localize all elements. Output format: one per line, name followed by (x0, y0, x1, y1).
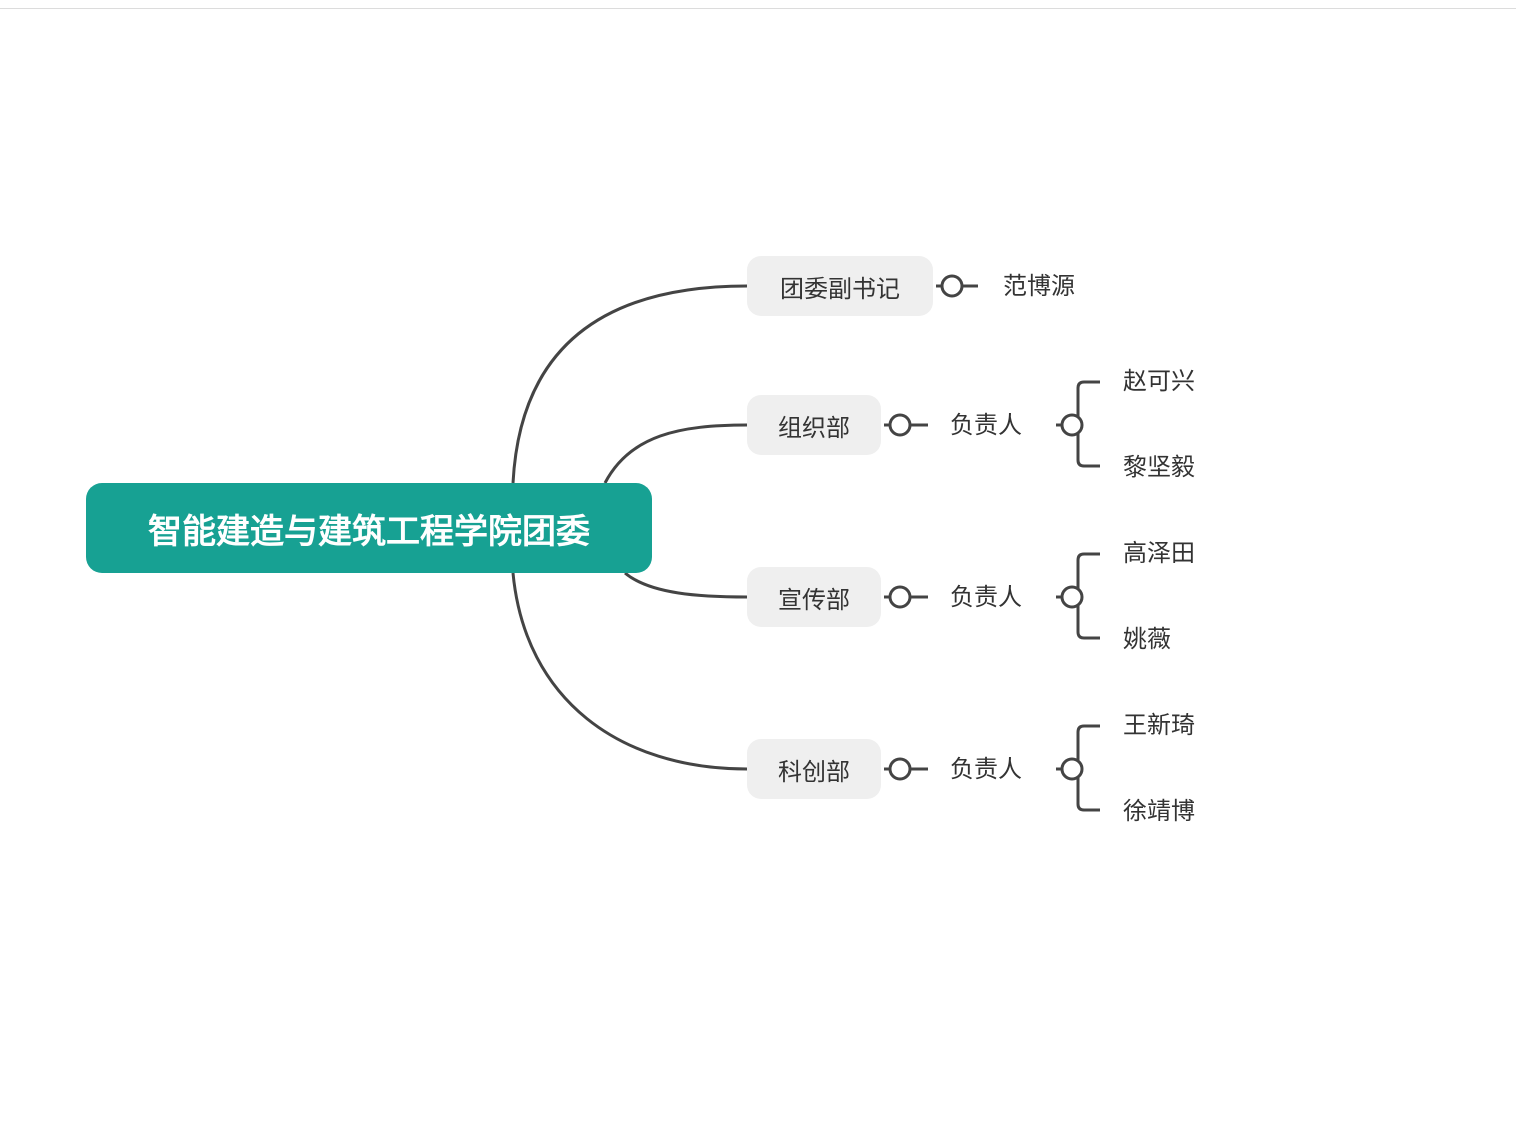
collapse-toggle-icon (940, 274, 964, 298)
topic-label: 宣传部 (778, 585, 850, 614)
topic-innovation[interactable]: 科创部 (747, 739, 881, 799)
top-border (0, 8, 1516, 9)
member-org-1[interactable]: 赵可兴 (1123, 367, 1195, 395)
subtopic-publicity-role[interactable]: 负责人 (950, 583, 1022, 611)
collapse-toggle-icon (1060, 413, 1084, 437)
root-topic-label: 智能建造与建筑工程学院团委 (148, 511, 590, 552)
collapse-toggle-icon (888, 757, 912, 781)
member-org-2[interactable]: 黎坚毅 (1123, 453, 1195, 481)
collapse-toggle-icon (1060, 585, 1084, 609)
topic-label: 科创部 (778, 757, 850, 786)
subtopic-innovation-role[interactable]: 负责人 (950, 755, 1022, 783)
topic-org[interactable]: 组织部 (747, 395, 881, 455)
member-publicity-2[interactable]: 姚薇 (1123, 625, 1171, 653)
topic-publicity[interactable]: 宣传部 (747, 567, 881, 627)
collapse-toggle-icon (888, 585, 912, 609)
topic-secretary[interactable]: 团委副书记 (747, 256, 933, 316)
connector-root-secretary (511, 284, 748, 484)
member-innovation-2[interactable]: 徐靖博 (1123, 797, 1195, 825)
collapse-toggle-icon (1060, 757, 1084, 781)
subtopic-secretary-name[interactable]: 范博源 (1003, 272, 1075, 300)
topic-label: 组织部 (778, 413, 850, 442)
connector-root-innovation (511, 572, 748, 771)
member-publicity-1[interactable]: 高泽田 (1123, 539, 1195, 567)
subtopic-org-role[interactable]: 负责人 (950, 411, 1022, 439)
root-topic[interactable]: 智能建造与建筑工程学院团委 (86, 483, 652, 573)
brace-connectors (1056, 380, 1100, 812)
topic-label: 团委副书记 (780, 274, 900, 303)
connector-root-publicity (624, 571, 748, 599)
branch-connectors (884, 413, 928, 781)
member-innovation-1[interactable]: 王新琦 (1123, 711, 1195, 739)
collapse-toggle-icon (888, 413, 912, 437)
connector-root-org (603, 423, 748, 484)
